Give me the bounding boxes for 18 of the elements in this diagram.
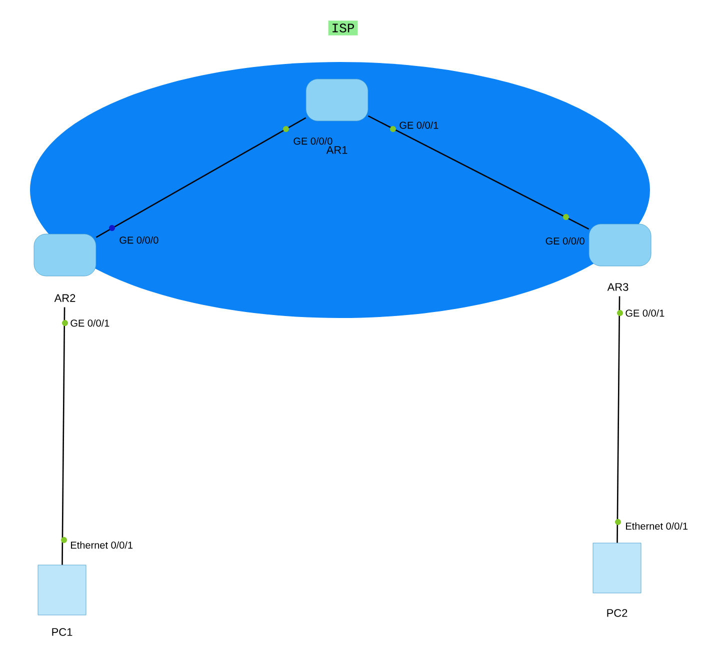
device-label: AR3 [607, 283, 628, 291]
port-label: GE 0/0/1 [626, 309, 664, 317]
link-line [368, 115, 590, 230]
port-label: GE 0/0/0 [546, 237, 584, 245]
port-label: GE 0/0/0 [120, 236, 158, 244]
port-label: Ethernet 0/0/1 [71, 541, 133, 549]
device-label: AR1 [326, 146, 348, 154]
device-label: PC2 [607, 609, 628, 617]
area-label: ISP [328, 20, 358, 36]
link-line [616, 296, 620, 543]
device-label: PC1 [52, 628, 72, 636]
port-label: Ethernet 0/0/1 [626, 522, 688, 530]
port-label: GE 0/0/1 [400, 121, 438, 129]
link-line [62, 307, 66, 565]
port-label: GE 0/0/1 [70, 319, 110, 327]
device-label: AR2 [54, 294, 76, 302]
port-label: GE 0/0/0 [294, 137, 332, 145]
link-line [96, 117, 306, 238]
